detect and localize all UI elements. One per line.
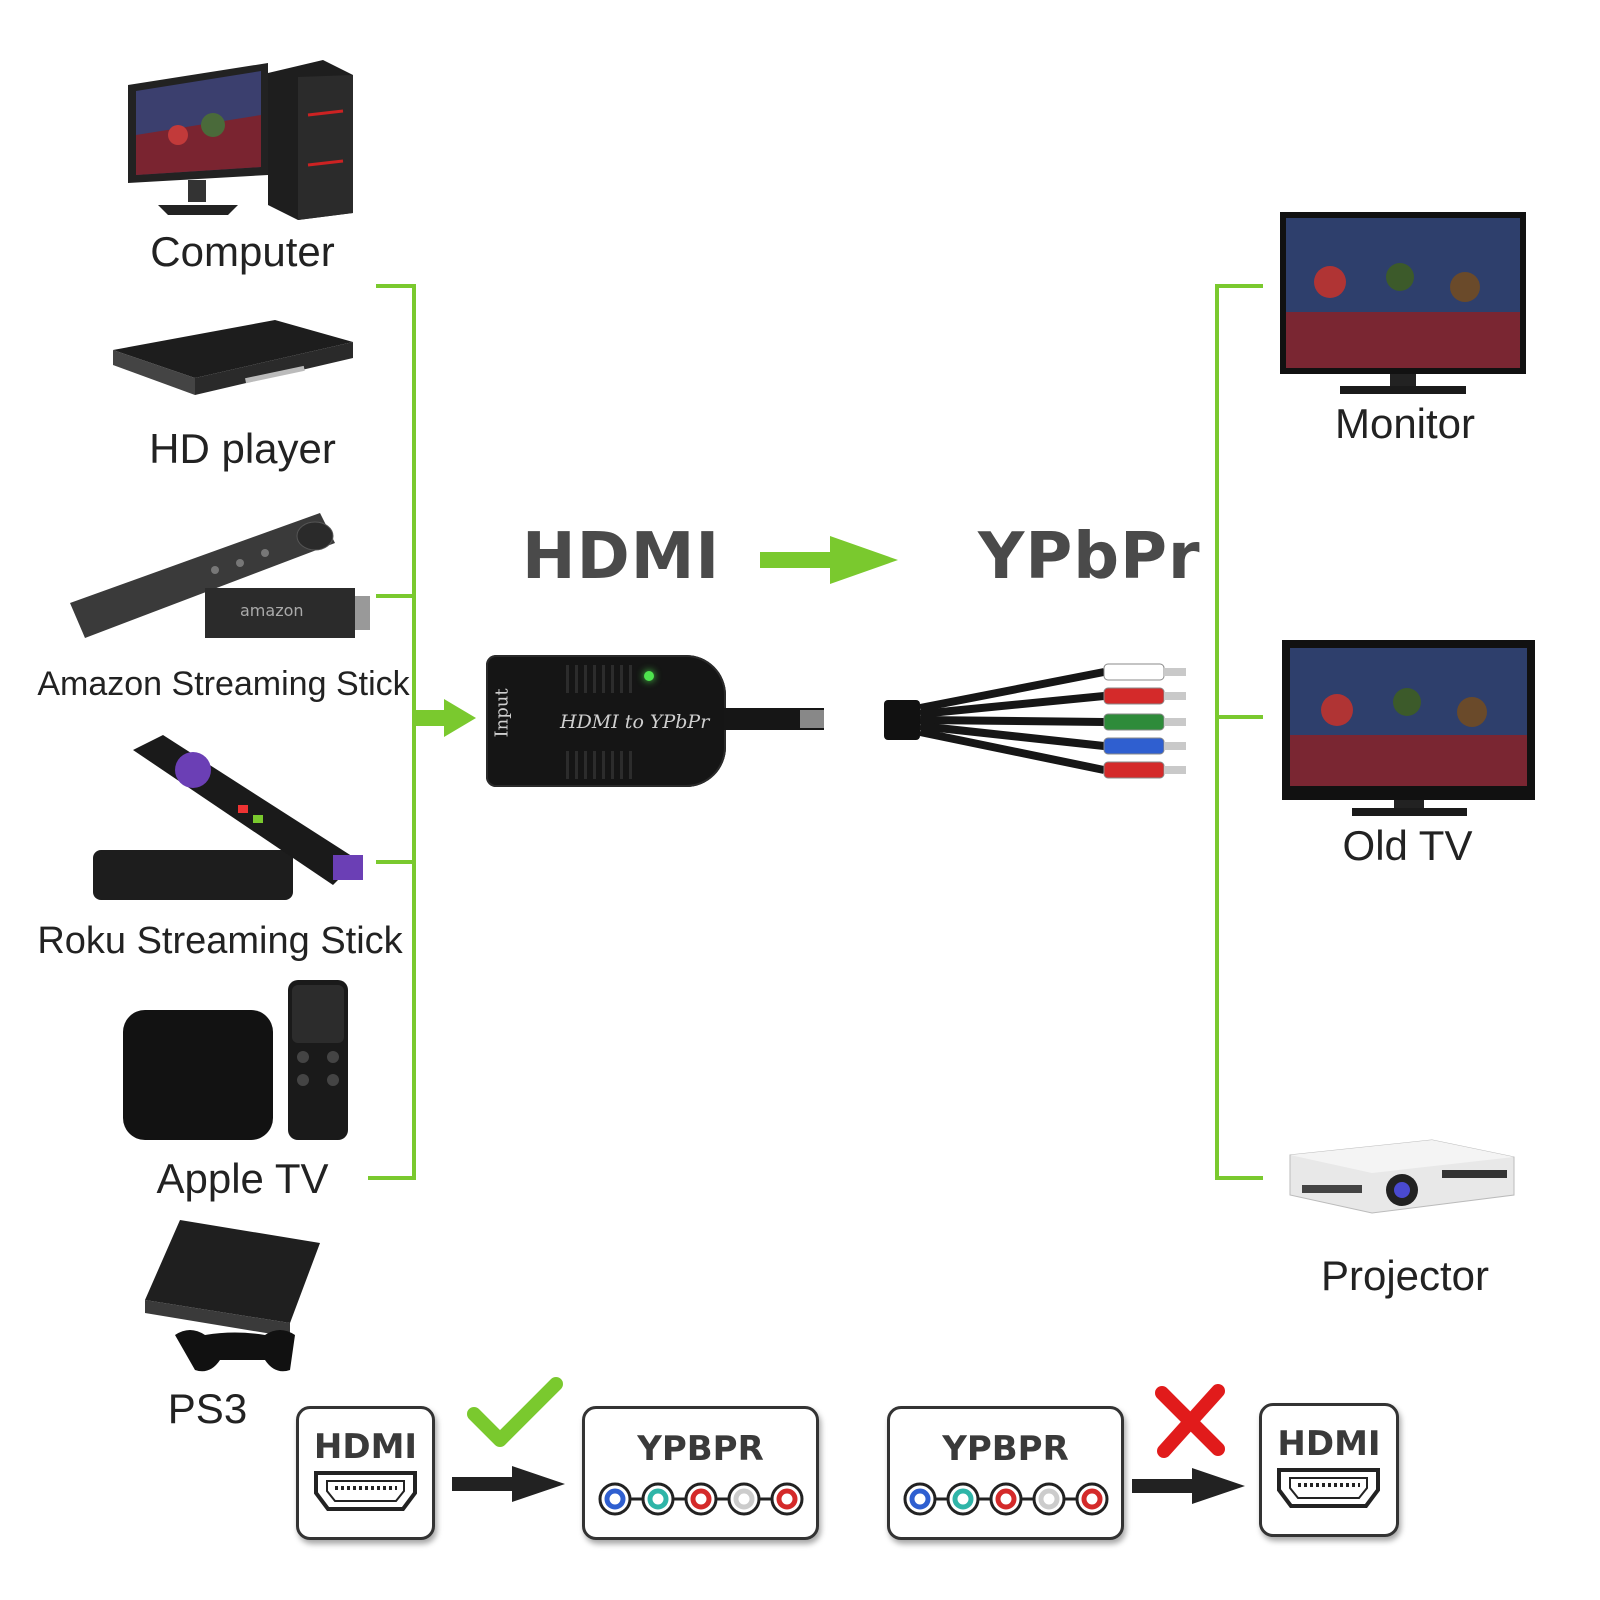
bracket-left-tick-amazon bbox=[376, 594, 416, 598]
ypbpr-port-center bbox=[690, 1488, 712, 1510]
roku-stick-icon bbox=[93, 735, 363, 900]
hdmi-port-icon bbox=[1277, 1468, 1380, 1508]
monitor-icon bbox=[1280, 212, 1526, 394]
source-label-ps3: PS3 bbox=[167, 1385, 248, 1432]
legend-ok-to-label: YPBPR bbox=[637, 1429, 764, 1469]
legend-ok-from-box: HDMI bbox=[296, 1406, 435, 1540]
conversion-to-label: YPbPr bbox=[978, 520, 1201, 594]
check-icon bbox=[467, 1377, 563, 1447]
apple-tv-icon bbox=[123, 980, 348, 1140]
ypbpr-port-center bbox=[1081, 1488, 1103, 1510]
ypbpr-ports-icon bbox=[598, 1482, 804, 1516]
ypbpr-port-center bbox=[995, 1488, 1017, 1510]
ypbpr-port-center bbox=[952, 1488, 974, 1510]
source-label-apple-tv: Apple TV bbox=[156, 1155, 329, 1202]
source-label-amazon-stick: Amazon Streaming Stick bbox=[37, 665, 410, 703]
ypbpr-port-center bbox=[604, 1488, 626, 1510]
ypbpr-port-center bbox=[647, 1488, 669, 1510]
legend-no-from-box: YPBPR bbox=[887, 1406, 1124, 1540]
old-tv-icon bbox=[1282, 640, 1535, 816]
ypbpr-port-center bbox=[733, 1488, 755, 1510]
hdmi-port-icon bbox=[314, 1471, 417, 1511]
adapter-model-label: HDMI to YPbPr bbox=[560, 711, 710, 733]
legend-ok-to-box: YPBPR bbox=[582, 1406, 819, 1540]
output-label-projector: Projector bbox=[1320, 1252, 1490, 1299]
adapter-input-label: Input bbox=[491, 688, 513, 738]
output-label-old-tv: Old TV bbox=[1342, 822, 1473, 869]
legend-no-from-label: YPBPR bbox=[942, 1429, 1069, 1469]
bracket-left-bottom bbox=[368, 1176, 416, 1180]
hd-player-icon bbox=[113, 320, 353, 395]
output-label-monitor: Monitor bbox=[1334, 400, 1476, 447]
cross-icon bbox=[1155, 1384, 1225, 1458]
adapter-grille-bottom bbox=[566, 751, 636, 779]
adapter-body: Input HDMI to YPbPr bbox=[486, 655, 726, 787]
amazon-stick-icon: amazon bbox=[70, 513, 370, 638]
green-arrow-input bbox=[416, 699, 476, 737]
green-arrow-conversion bbox=[760, 536, 898, 584]
conversion-from-label: HDMI bbox=[522, 520, 721, 594]
bracket-left-spine bbox=[412, 284, 416, 1180]
bracket-right-mid bbox=[1215, 715, 1263, 719]
component-cable-icon bbox=[724, 663, 1186, 779]
ypbpr-port-center bbox=[909, 1488, 931, 1510]
adapter-led bbox=[644, 671, 654, 681]
bracket-right-spine bbox=[1215, 284, 1219, 1180]
source-label-roku-stick: Roku Streaming Stick bbox=[37, 920, 403, 962]
black-arrow-ok bbox=[452, 1466, 565, 1502]
projector-icon bbox=[1289, 1139, 1515, 1214]
legend-ok-from-label: HDMI bbox=[313, 1427, 418, 1467]
svg-text:amazon: amazon bbox=[240, 601, 304, 620]
ypbpr-port-center bbox=[776, 1488, 798, 1510]
ps3-icon bbox=[145, 1220, 320, 1372]
computer-icon bbox=[128, 60, 353, 220]
ypbpr-port-center bbox=[1038, 1488, 1060, 1510]
source-label-computer: Computer bbox=[150, 228, 335, 275]
ypbpr-ports-icon bbox=[903, 1482, 1109, 1516]
legend-no-to-label: HDMI bbox=[1277, 1424, 1381, 1464]
bracket-right-top bbox=[1215, 284, 1263, 288]
legend-no-to-box: HDMI bbox=[1259, 1403, 1399, 1537]
adapter-grille-top bbox=[566, 665, 636, 693]
bracket-left-top bbox=[376, 284, 416, 288]
black-arrow-no bbox=[1132, 1468, 1245, 1504]
bracket-right-bottom bbox=[1215, 1176, 1263, 1180]
bracket-left-tick-roku bbox=[376, 860, 416, 864]
source-label-hd-player: HD player bbox=[149, 425, 336, 472]
